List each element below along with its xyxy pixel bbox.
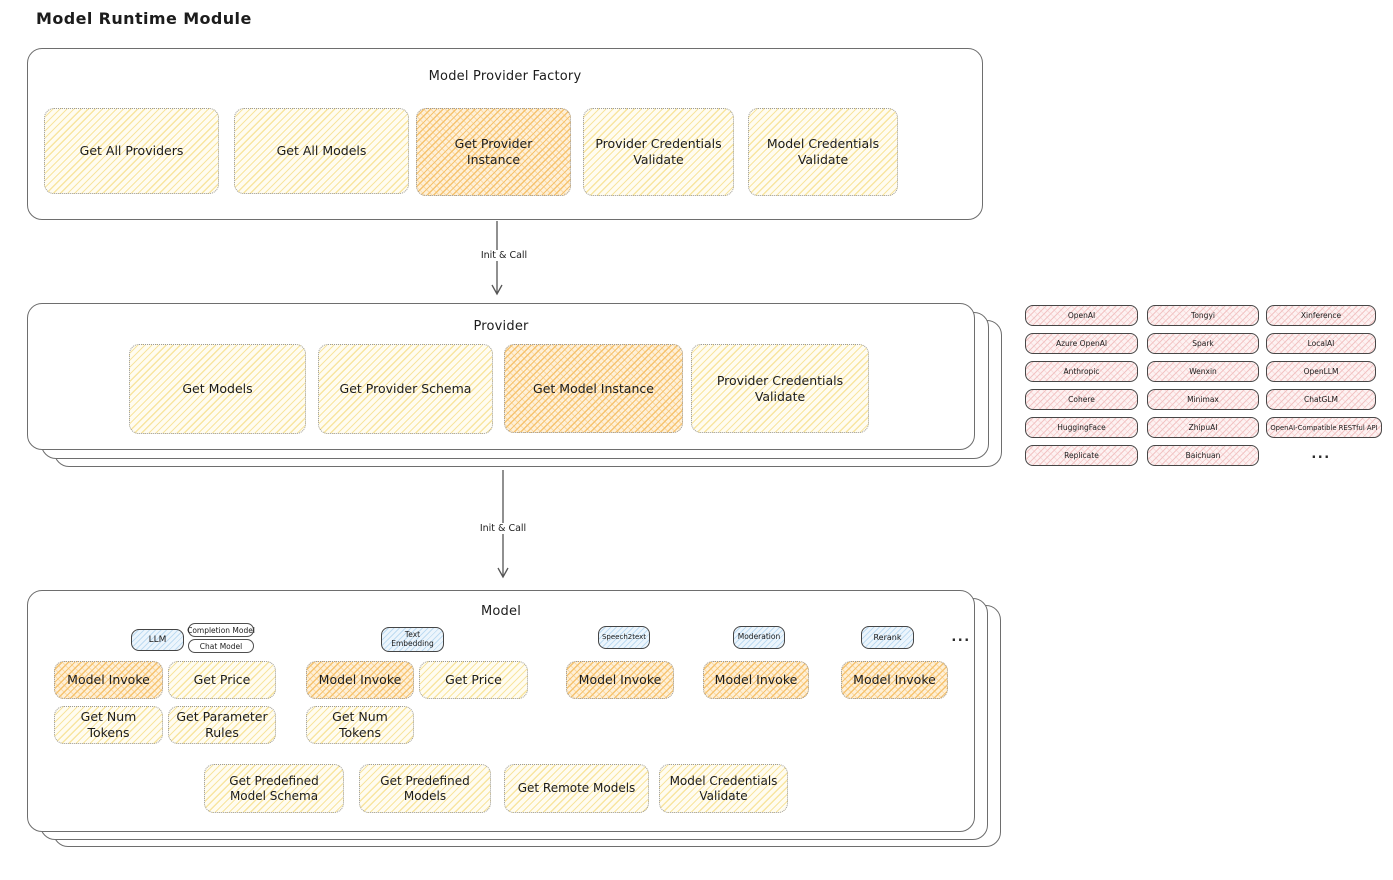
provider-button-get-model-instance: Get Model Instance	[504, 344, 683, 433]
provider-pill-huggingface: HuggingFace	[1025, 417, 1138, 438]
page-title: Model Runtime Module	[36, 9, 252, 28]
provider-pill-openai: OpenAI	[1025, 305, 1138, 326]
provider-pill-openai-compatible-restful-api: OpenAI-Compatible RESTful API	[1266, 417, 1382, 438]
factory-button-provider-credentials-validate: Provider Credentials Validate	[583, 108, 734, 196]
arrow-label-init-call-2: Init & Call	[475, 523, 531, 534]
model-type-badge-text-embedding: Text Embedding	[381, 627, 444, 652]
model-op-get-num-tokens: Get Num Tokens	[54, 706, 163, 744]
factory-title: Model Provider Factory	[428, 69, 582, 84]
provider-button-get-models: Get Models	[129, 344, 306, 434]
provider-pill-replicate: Replicate	[1025, 445, 1138, 466]
provider-button-get-provider-schema: Get Provider Schema	[318, 344, 493, 434]
arrow-label-init-call-1: Init & Call	[476, 250, 532, 261]
model-op-get-num-tokens: Get Num Tokens	[306, 706, 414, 744]
model-type-badge-chat-model: Chat Model	[188, 639, 254, 653]
provider-pill-xinference: Xinference	[1266, 305, 1376, 326]
factory-button-get-all-providers: Get All Providers	[44, 108, 219, 194]
model-type-badge-speech2text: Speech2text	[598, 626, 650, 649]
model-type-badge-completion-model: Completion Model	[187, 623, 255, 637]
model-type-badge-moderation: Moderation	[733, 626, 785, 649]
model-op-get-parameter-rules: Get Parameter Rules	[168, 706, 276, 744]
model-type-badge-llm: LLM	[131, 629, 184, 651]
provider-button-provider-credentials-validate: Provider Credentials Validate	[691, 344, 869, 433]
factory-button-model-credentials-validate: Model Credentials Validate	[748, 108, 898, 196]
flow-arrow-factory-to-provider	[491, 221, 503, 296]
model-more-dots: ...	[951, 629, 971, 645]
model-bottom-get-predefined-models: Get Predefined Models	[359, 764, 491, 813]
model-op-get-price: Get Price	[419, 661, 528, 699]
provider-pill-minimax: Minimax	[1147, 389, 1259, 410]
model-bottom-get-predefined-model-schema: Get Predefined Model Schema	[204, 764, 344, 813]
factory-button-get-all-models: Get All Models	[234, 108, 409, 194]
providers-more-dots: ...	[1311, 447, 1331, 462]
model-op-model-invoke: Model Invoke	[566, 661, 674, 699]
provider-pill-azure-openai: Azure OpenAI	[1025, 333, 1138, 354]
provider-pill-baichuan: Baichuan	[1147, 445, 1259, 466]
provider-pill-wenxin: Wenxin	[1147, 361, 1259, 382]
provider-pill-cohere: Cohere	[1025, 389, 1138, 410]
provider-title: Provider	[473, 319, 529, 334]
model-op-get-price: Get Price	[168, 661, 276, 699]
model-bottom-get-remote-models: Get Remote Models	[504, 764, 649, 813]
model-bottom-model-credentials-validate: Model Credentials Validate	[659, 764, 788, 813]
model-type-badge-rerank: Rerank	[861, 626, 914, 649]
provider-pill-zhipuai: ZhipuAI	[1147, 417, 1259, 438]
model-op-model-invoke: Model Invoke	[841, 661, 948, 699]
provider-pill-openllm: OpenLLM	[1266, 361, 1376, 382]
model-op-model-invoke: Model Invoke	[703, 661, 809, 699]
model-op-model-invoke: Model Invoke	[306, 661, 414, 699]
provider-pill-localai: LocalAI	[1266, 333, 1376, 354]
model-op-model-invoke: Model Invoke	[54, 661, 163, 699]
provider-pill-tongyi: Tongyi	[1147, 305, 1259, 326]
factory-box: Model Provider Factory Get All Providers…	[27, 48, 983, 220]
provider-pill-anthropic: Anthropic	[1025, 361, 1138, 382]
factory-button-get-provider-instance: Get Provider Instance	[416, 108, 571, 196]
provider-pill-chatglm: ChatGLM	[1266, 389, 1376, 410]
model-title: Model	[480, 604, 522, 619]
provider-pill-spark: Spark	[1147, 333, 1259, 354]
